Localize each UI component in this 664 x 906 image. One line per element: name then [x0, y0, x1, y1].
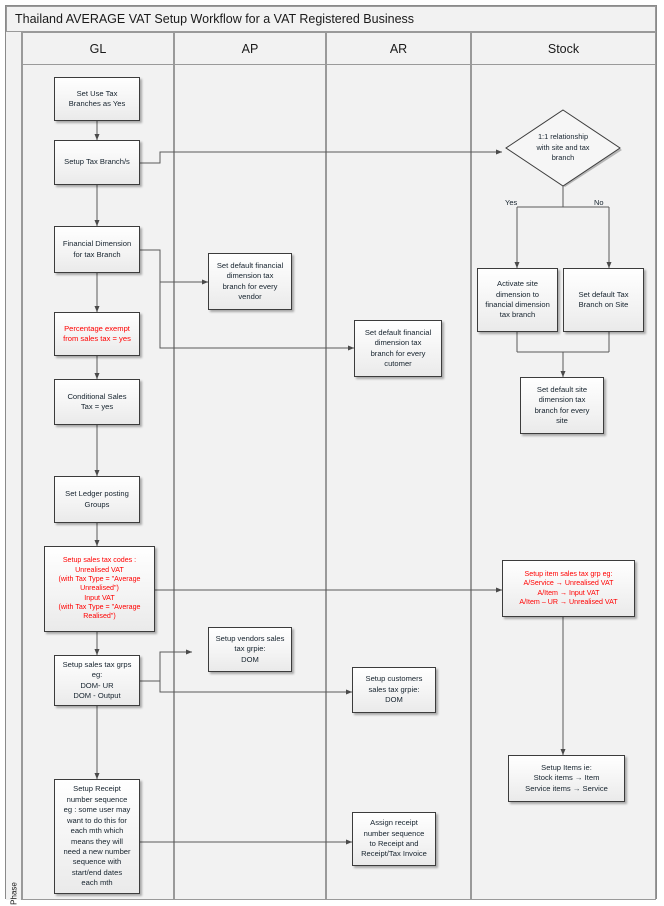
node-financial-dimension-tax-branch[interactable]: Financial Dimension for tax Branch [54, 226, 140, 273]
node-activate-site-dimension[interactable]: Activate site dimension to financial dim… [477, 268, 558, 332]
branch-label-yes: Yes [505, 198, 518, 207]
node-setup-customers-sales-tax-group[interactable]: Setup customers sales tax grpie: DOM [352, 667, 436, 713]
node-setup-sales-tax-codes[interactable]: Setup sales tax codes : Unrealised VAT (… [44, 546, 155, 632]
node-setup-vendors-sales-tax-group[interactable]: Setup vendors sales tax grpie: DOM [208, 627, 292, 672]
node-setup-tax-branches[interactable]: Setup Tax Branch/s [54, 140, 140, 185]
lane-header-stock-label: Stock [547, 41, 580, 56]
lane-header-ar: AR [326, 32, 471, 65]
lane-header-gl: GL [22, 32, 174, 65]
phase-label: Phase [9, 882, 19, 905]
diagram-title-bar: Thailand AVERAGE VAT Setup Workflow for … [6, 6, 656, 32]
node-decision-label: 1:1 relationship with site and tax branc… [536, 132, 590, 163]
node-ar-default-financial-dimension-customer[interactable]: Set default financial dimension tax bran… [354, 320, 442, 377]
node-set-default-site-dimension[interactable]: Set default site dimension tax branch fo… [520, 377, 604, 434]
node-setup-sales-tax-groups[interactable]: Setup sales tax grps eg: DOM- UR DOM - O… [54, 655, 140, 706]
node-decision-one-to-one-relationship[interactable]: 1:1 relationship with site and tax branc… [502, 108, 624, 188]
node-ap-default-financial-dimension-vendor[interactable]: Set default financial dimension tax bran… [208, 253, 292, 310]
node-setup-receipt-number-sequence[interactable]: Setup Receipt number sequence eg : some … [54, 779, 140, 894]
lane-header-ap-label: AP [241, 41, 259, 56]
lane-header-stock: Stock [471, 32, 656, 65]
node-conditional-sales-tax[interactable]: Conditional Sales Tax = yes [54, 379, 140, 425]
lane-body-ap [174, 65, 326, 900]
node-percentage-exempt-sales-tax[interactable]: Percentage exempt from sales tax = yes [54, 312, 140, 356]
node-setup-item-sales-tax-group[interactable]: Setup item sales tax grp eg: A/Service →… [502, 560, 635, 617]
node-set-ledger-posting-groups[interactable]: Set Ledger posting Groups [54, 476, 140, 523]
node-set-use-tax-branches[interactable]: Set Use Tax Branches as Yes [54, 77, 140, 121]
node-setup-items[interactable]: Setup Items ie: Stock items → Item Servi… [508, 755, 625, 802]
lane-body-ar [326, 65, 471, 900]
lane-header-gl-label: GL [89, 41, 107, 56]
page-title: Thailand AVERAGE VAT Setup Workflow for … [15, 12, 415, 26]
node-assign-receipt-number-sequence[interactable]: Assign receipt number sequence to Receip… [352, 812, 436, 866]
lane-header-ap: AP [174, 32, 326, 65]
node-set-default-tax-branch-on-site[interactable]: Set default Tax Branch on Site [563, 268, 644, 332]
lane-header-ar-label: AR [389, 41, 408, 56]
phase-band: Phase [6, 32, 22, 905]
branch-label-no: No [594, 198, 604, 207]
